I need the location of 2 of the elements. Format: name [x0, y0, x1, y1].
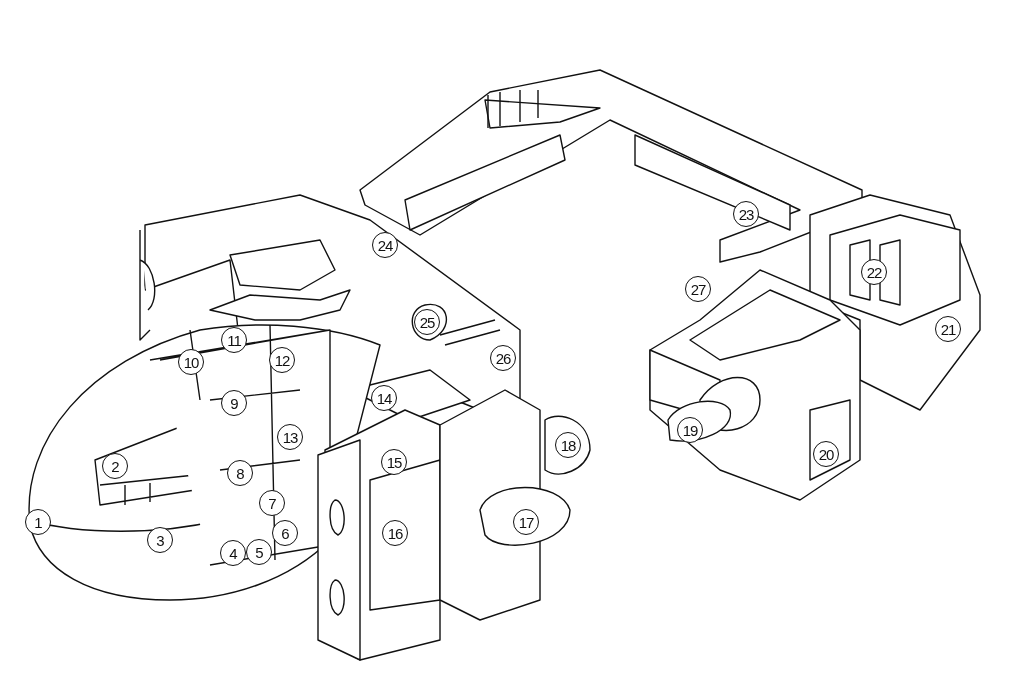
callout-number: 1	[25, 509, 51, 535]
callout-number: 27	[685, 276, 711, 302]
